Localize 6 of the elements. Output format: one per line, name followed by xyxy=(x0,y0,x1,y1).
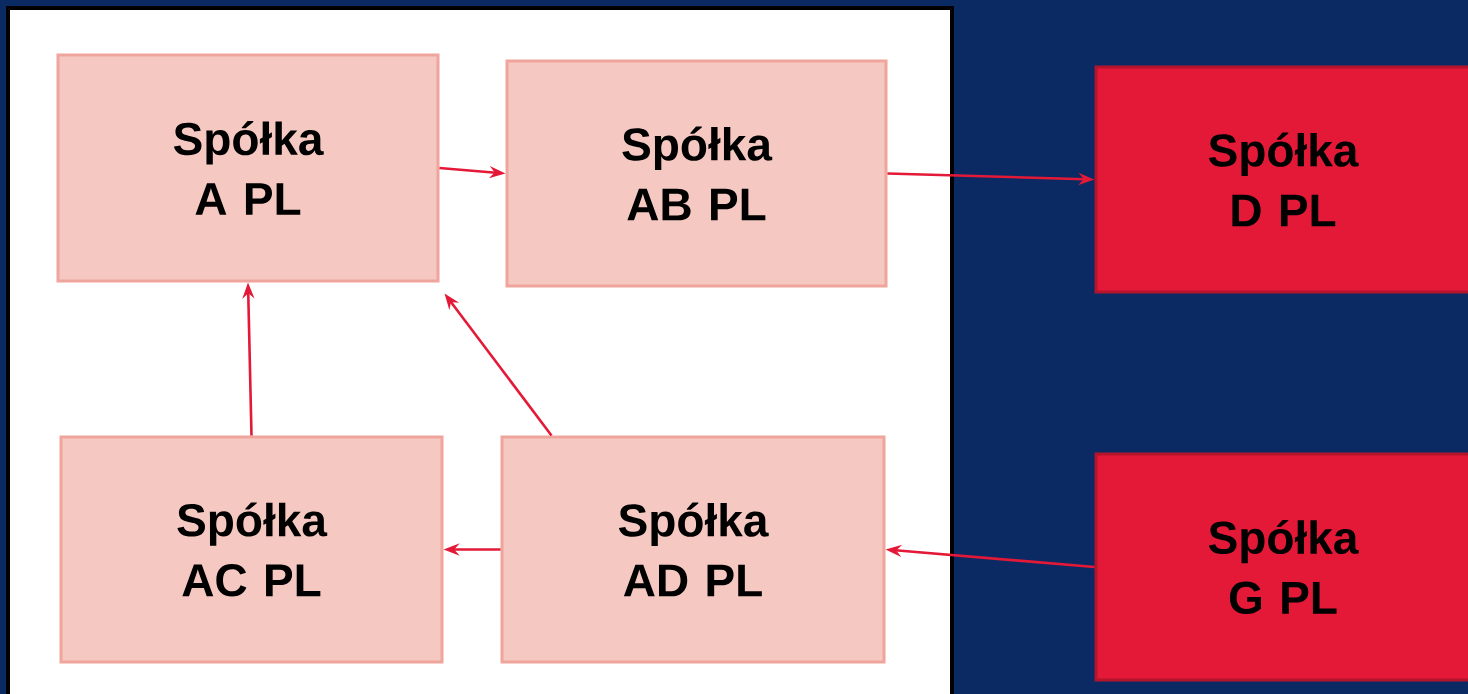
process-box: Spółka AB PL xyxy=(505,59,888,288)
process-box: Spółka D PL xyxy=(1094,65,1468,294)
process-box: Spółka AD PL xyxy=(500,435,886,664)
process-box: Spółka A PL xyxy=(56,53,440,283)
process-box: Spółka AC PL xyxy=(59,435,444,664)
process-box: Spółka G PL xyxy=(1094,452,1468,682)
